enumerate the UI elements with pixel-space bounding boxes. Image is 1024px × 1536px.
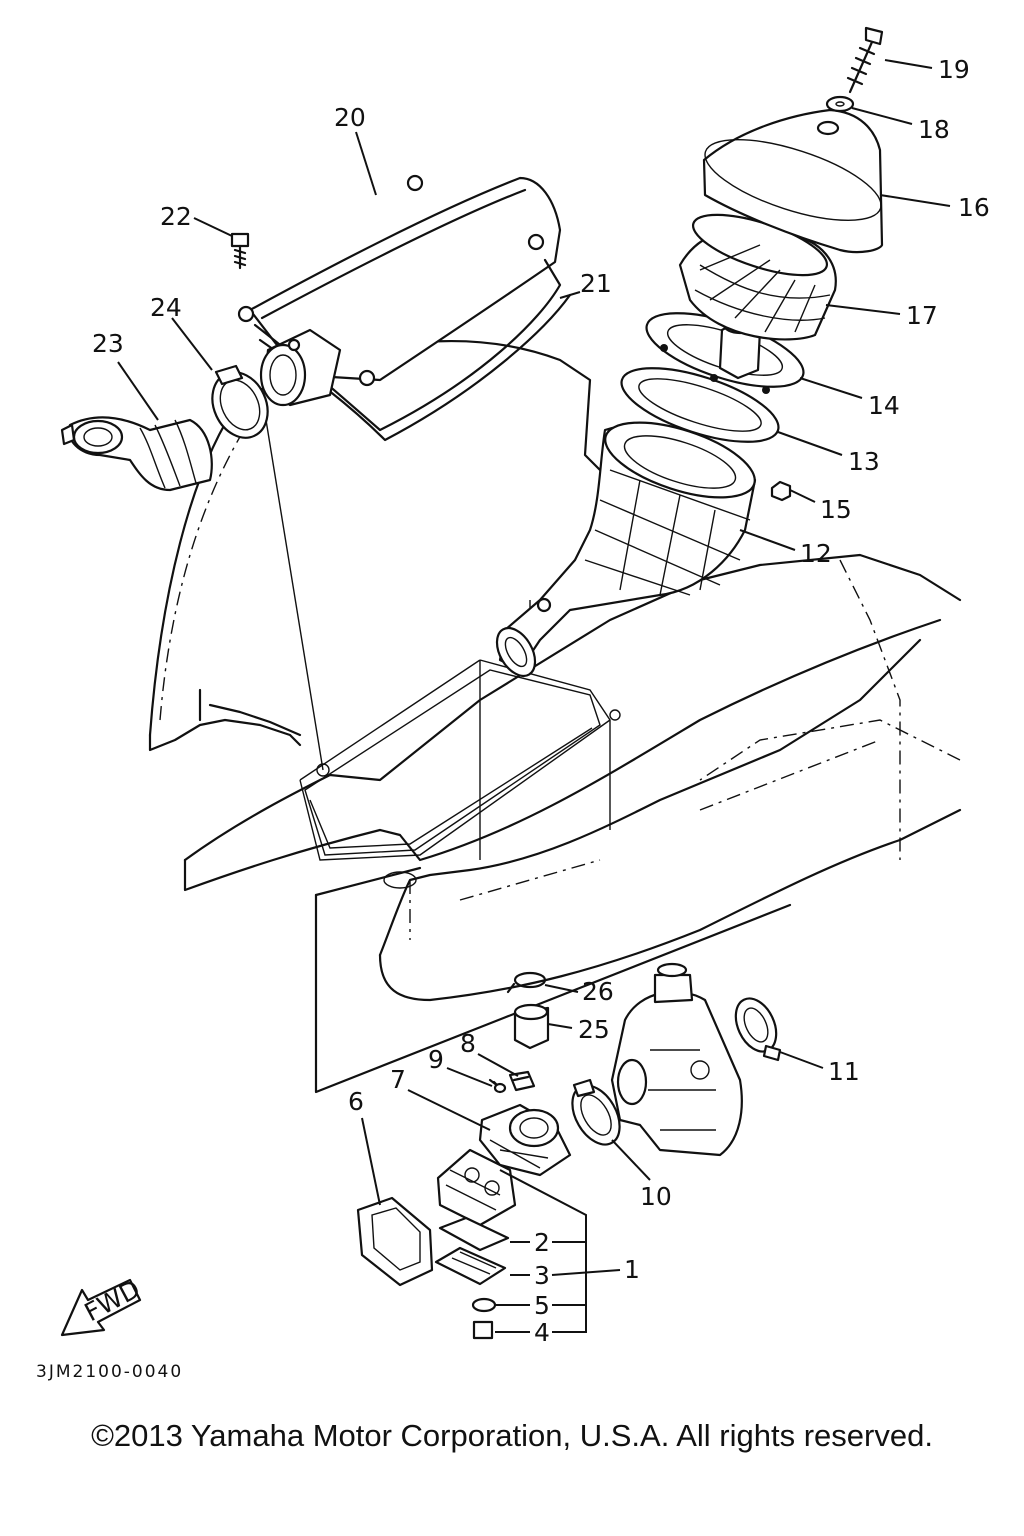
intake-duct-12 [495,421,757,677]
airbox-cover [237,174,572,442]
callout-25: 25 [578,1015,610,1044]
screw-4 [472,1320,494,1340]
callout-16: 16 [958,193,990,222]
washer-5 [471,1297,497,1313]
callout-20: 20 [334,103,366,132]
bolt-19 [846,26,884,94]
parts-diagram: FWD 1 2 3 4 5 6 7 8 9 [60,26,990,1347]
carburetor [610,962,743,1157]
fwd-label: FWD [80,1274,145,1327]
callout-15: 15 [820,495,852,524]
callout-13: 13 [848,447,880,476]
callout-11: 11 [828,1057,860,1086]
callout-26: 26 [582,977,614,1006]
callout-8: 8 [460,1029,476,1058]
callout-14: 14 [868,391,900,420]
exploded-view-frame [314,866,792,1094]
callout-19: 19 [938,55,970,84]
callout-22: 22 [160,202,192,231]
carburetor-joint-7 [478,1103,572,1177]
callout-17: 17 [906,301,938,330]
callout-numbers: 1 2 3 4 5 6 7 8 9 10 11 12 13 14 15 16 1… [92,55,990,1347]
reed-petal-3 [434,1246,507,1286]
part-code-label: 3JM2100-0040 [36,1362,184,1382]
callout-3: 3 [534,1261,550,1290]
hose-joint-25 [513,1003,550,1050]
gasket-13 [620,367,780,443]
callout-21: 21 [580,269,612,298]
callout-23: 23 [92,329,124,358]
callout-2: 2 [534,1228,550,1257]
callout-9: 9 [428,1045,444,1074]
callout-7: 7 [390,1065,406,1094]
callout-5: 5 [534,1291,550,1320]
callout-18: 18 [918,115,950,144]
reed-valve-assembly [436,1148,517,1227]
callout-12: 12 [800,539,832,568]
reed-stopper-2 [438,1216,510,1252]
cover-cone-16 [702,108,884,254]
clamp-10 [571,1078,621,1146]
callout-10: 10 [640,1182,672,1211]
alignment-line [265,419,324,771]
intake-hose-23 [60,416,213,492]
flame-arrester-17 [678,213,837,341]
fwd-arrow-icon: FWD [60,1274,145,1337]
copyright-notice: ©2013 Yamaha Motor Corporation, U.S.A. A… [91,1418,933,1453]
o-ring-26 [506,971,547,994]
callout-6: 6 [348,1087,364,1116]
leader-lines [117,59,951,1333]
washer-18 [825,95,855,113]
clamp-24 [211,364,269,439]
gasket-6 [356,1196,434,1287]
spring-9 [488,1078,507,1094]
clamp-11 [734,997,782,1062]
callout-4: 4 [534,1318,550,1347]
airbox-outlet-tube [259,328,342,407]
screw-22 [230,232,250,270]
nut-15 [770,480,792,502]
callout-1: 1 [624,1255,640,1284]
hull-body [148,339,962,1002]
callout-24: 24 [150,293,182,322]
screw-8 [508,1070,536,1092]
